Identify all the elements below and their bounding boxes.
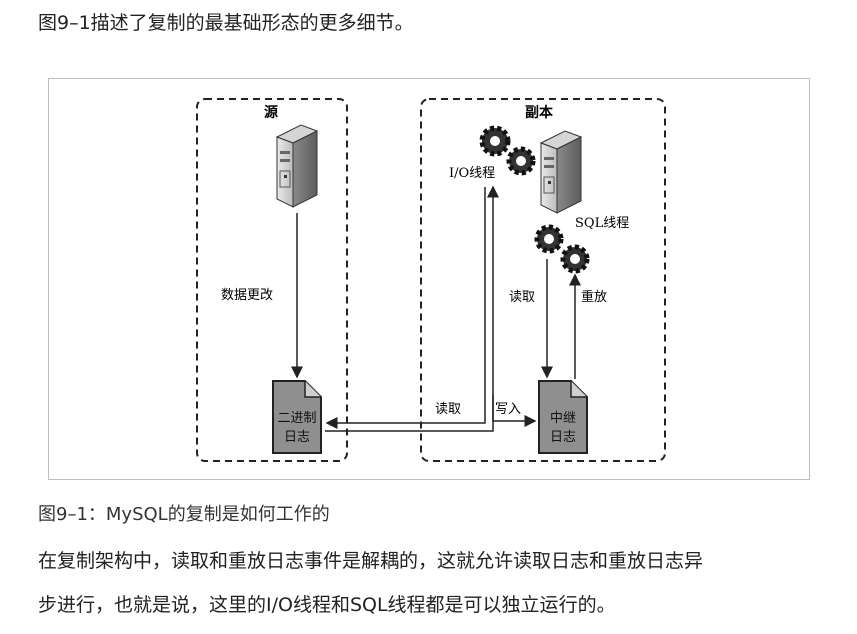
replica-server-icon [539, 130, 583, 214]
data-changes-label: 数据更改 [221, 288, 273, 303]
replication-figure: 源 副本 [48, 78, 810, 480]
body-paragraph-line2: 步进行，也就是说，这里的I/O线程和SQL线程都是可以独立运行的。 [38, 594, 616, 616]
sql-thread-gears-icon [534, 224, 590, 274]
replay-label: 重放 [581, 289, 607, 305]
write-relay-arrow [492, 395, 537, 427]
read-label: 读取 [435, 402, 461, 417]
body-paragraph-line1: 在复制架构中，读取和重放日志事件是解耦的，这就允许读取日志和重放日志异 [38, 550, 704, 572]
replication-diagram: 源 副本 [196, 98, 666, 462]
replica-box [420, 98, 666, 462]
intro-text: 图9–1描述了复制的最基础形态的更多细节。 [38, 12, 414, 34]
binary-log-document: 二进制 日志 [272, 380, 322, 454]
replica-read-label: 读取 [509, 290, 535, 305]
relay-log-line1: 中继 [550, 411, 576, 426]
figure-caption: 图9–1：MySQL的复制是如何工作的 [38, 504, 330, 525]
write-label: 写入 [495, 402, 521, 417]
replica-title: 副本 [525, 104, 554, 121]
binary-log-line1: 二进制 [277, 411, 316, 426]
relay-log-document: 中继 日志 [538, 380, 588, 454]
io-thread-label: I/O线程 [449, 166, 495, 181]
source-server-icon [275, 124, 319, 208]
binary-log-line2: 日志 [284, 430, 310, 445]
source-title: 源 [264, 104, 278, 121]
read-binlog-arrow [325, 185, 499, 432]
source-box [196, 98, 348, 462]
binlog-to-io-arrow [325, 187, 486, 429]
io-thread-gears-icon [479, 125, 536, 176]
sql-thread-label: SQL线程 [575, 216, 629, 231]
relay-log-line2: 日志 [550, 430, 576, 445]
